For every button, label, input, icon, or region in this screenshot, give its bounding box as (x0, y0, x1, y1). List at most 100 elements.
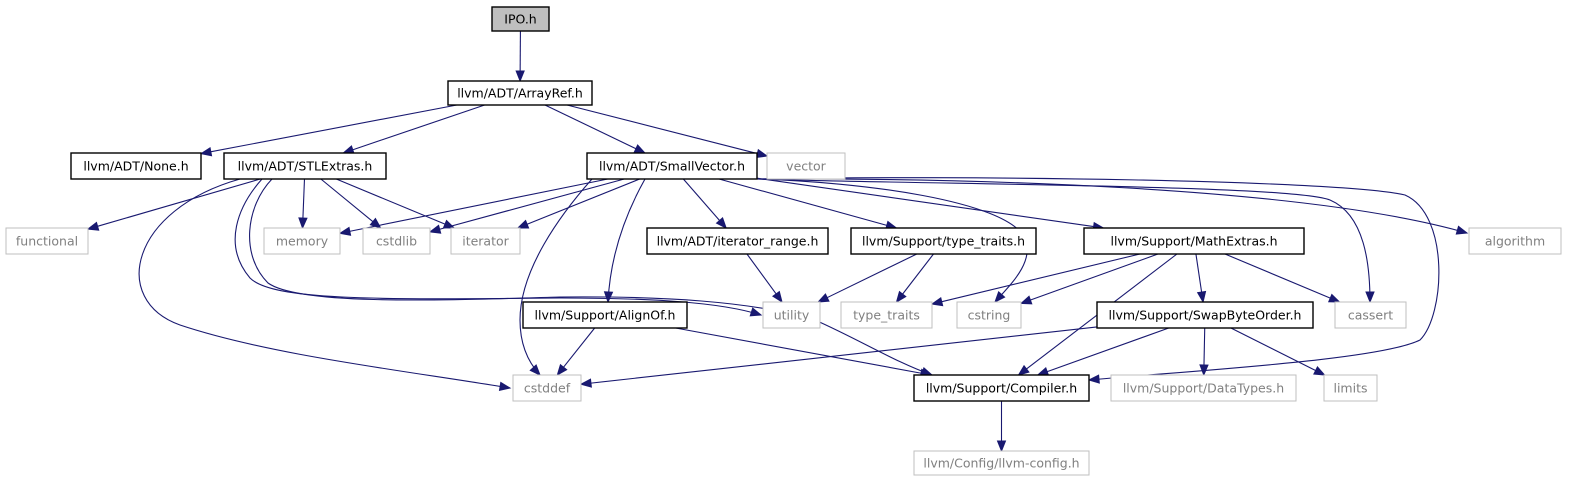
node-limits: limits (1323, 374, 1378, 402)
node-box (512, 374, 582, 402)
node-box (586, 152, 758, 180)
node-datatypes: llvm/Support/DataTypes.h (1110, 374, 1297, 402)
edge-smallvector-to-compiler (756, 177, 1440, 384)
node-box (850, 227, 1037, 255)
edge-arrayref-to-vector (566, 104, 769, 159)
edge-stlextras-to-functional (86, 178, 261, 231)
node-box (491, 6, 550, 32)
node-iterator: iterator (450, 227, 521, 255)
node-label: cstdlib (376, 234, 417, 249)
edge-mathextras-to-cstring (1019, 253, 1159, 305)
node-label: iterator (462, 234, 509, 249)
edge-swapbyteorder-to-datatypes (1199, 327, 1209, 377)
node-box (646, 227, 829, 255)
node-label: utility (774, 308, 810, 323)
node-label: llvm/ADT/None.h (83, 159, 188, 174)
node-box (1468, 227, 1562, 255)
node-label: vector (786, 159, 827, 174)
node-iterator_range[interactable]: llvm/ADT/iterator_range.h (646, 227, 829, 255)
edge-stlextras-to-cstdlib (320, 178, 382, 229)
edge-smallvector-to-iterator_range (682, 178, 728, 230)
node-label: IPO.h (504, 12, 536, 27)
node-mathextras[interactable]: llvm/Support/MathExtras.h (1083, 227, 1305, 255)
edge-type_traits_h-to-utility (816, 253, 918, 303)
edge-smallvector-to-memory (338, 178, 608, 236)
edge-arrayref-to-none (199, 104, 457, 157)
node-label: llvm/ADT/ArrayRef.h (457, 86, 583, 101)
node-alignof[interactable]: llvm/Support/AlignOf.h (522, 301, 688, 329)
edge-swapbyteorder-to-limits (1230, 327, 1326, 376)
node-label: cstring (968, 308, 1011, 323)
node-cassert: cassert (1334, 301, 1407, 329)
node-type_traits: type_traits (840, 301, 933, 329)
edge-swapbyteorder-to-cstddef (579, 326, 1098, 388)
node-smallvector[interactable]: llvm/ADT/SmallVector.h (586, 152, 758, 180)
edge-iterator_range-to-utility (746, 253, 783, 304)
edge-stlextras-to-compiler (249, 178, 934, 376)
node-box (362, 227, 431, 255)
node-box (766, 152, 846, 180)
node-utility: utility (762, 301, 821, 329)
edge-alignof-to-cstddef (556, 327, 596, 377)
node-box (1334, 301, 1407, 329)
edge-smallvector-to-cassert (756, 178, 1375, 304)
edge-smallvector-to-cstring (756, 178, 1028, 304)
edge-ipo-to-arrayref (515, 30, 525, 83)
node-label: llvm/Support/AlignOf.h (535, 308, 676, 323)
node-type_traits_h[interactable]: llvm/Support/type_traits.h (850, 227, 1037, 255)
node-box (1323, 374, 1378, 402)
node-compiler[interactable]: llvm/Support/Compiler.h (913, 374, 1090, 402)
edge-mathextras-to-swapbyteorder (1195, 253, 1207, 304)
node-label: cassert (1348, 308, 1393, 323)
edge-smallvector-to-cstddef (519, 178, 593, 376)
node-label: type_traits (853, 308, 920, 323)
node-box (447, 80, 593, 106)
node-box (70, 152, 202, 180)
node-box (913, 450, 1090, 476)
edge-mathextras-to-cassert (1224, 253, 1341, 303)
edge-arrayref-to-smallvector (544, 104, 647, 154)
node-label: functional (16, 234, 78, 249)
node-box (956, 301, 1022, 329)
node-box (263, 227, 341, 255)
node-box (1096, 301, 1314, 329)
node-box (223, 152, 387, 180)
edge-stlextras-to-iterator (336, 178, 456, 229)
edge-smallvector-to-algorithm (756, 178, 1469, 235)
node-label: llvm/Support/DataTypes.h (1123, 381, 1284, 396)
node-box (5, 227, 89, 255)
node-box (762, 301, 821, 329)
nodes-layer: IPO.h llvm/ADT/ArrayRef.h llvm/ADT/None.h l… (5, 6, 1562, 476)
node-swapbyteorder[interactable]: llvm/Support/SwapByteOrder.h (1096, 301, 1314, 329)
node-llvmconfig: llvm/Config/llvm-config.h (913, 450, 1090, 476)
edge-smallvector-to-alignof (603, 178, 646, 304)
node-stlextras[interactable]: llvm/ADT/STLExtras.h (223, 152, 387, 180)
edge-smallvector-to-type_traits_h (718, 178, 898, 230)
edges-layer (86, 30, 1469, 453)
node-none[interactable]: llvm/ADT/None.h (70, 152, 202, 180)
node-box (1110, 374, 1297, 402)
node-vector: vector (766, 152, 846, 180)
edge-stlextras-to-memory (298, 178, 308, 230)
node-label: limits (1333, 381, 1367, 396)
node-cstddef: cstddef (512, 374, 582, 402)
node-label: cstddef (524, 381, 571, 396)
node-functional: functional (5, 227, 89, 255)
edge-smallvector-to-iterator (516, 178, 640, 229)
node-memory: memory (263, 227, 341, 255)
node-label: memory (276, 234, 329, 249)
node-label: llvm/Support/MathExtras.h (1110, 234, 1277, 249)
edge-type_traits_h-to-type_traits (895, 253, 934, 304)
node-label: llvm/Config/llvm-config.h (923, 456, 1079, 471)
node-ipo[interactable]: IPO.h (491, 6, 550, 32)
node-arrayref[interactable]: llvm/ADT/ArrayRef.h (447, 80, 593, 106)
node-box (1083, 227, 1305, 255)
node-box (840, 301, 933, 329)
node-cstdlib: cstdlib (362, 227, 431, 255)
node-label: algorithm (1485, 234, 1545, 249)
node-label: llvm/ADT/SmallVector.h (599, 159, 745, 174)
edge-swapbyteorder-to-compiler (1036, 327, 1169, 376)
edge-compiler-to-llvmconfig (996, 401, 1007, 453)
node-cstring: cstring (956, 301, 1022, 329)
